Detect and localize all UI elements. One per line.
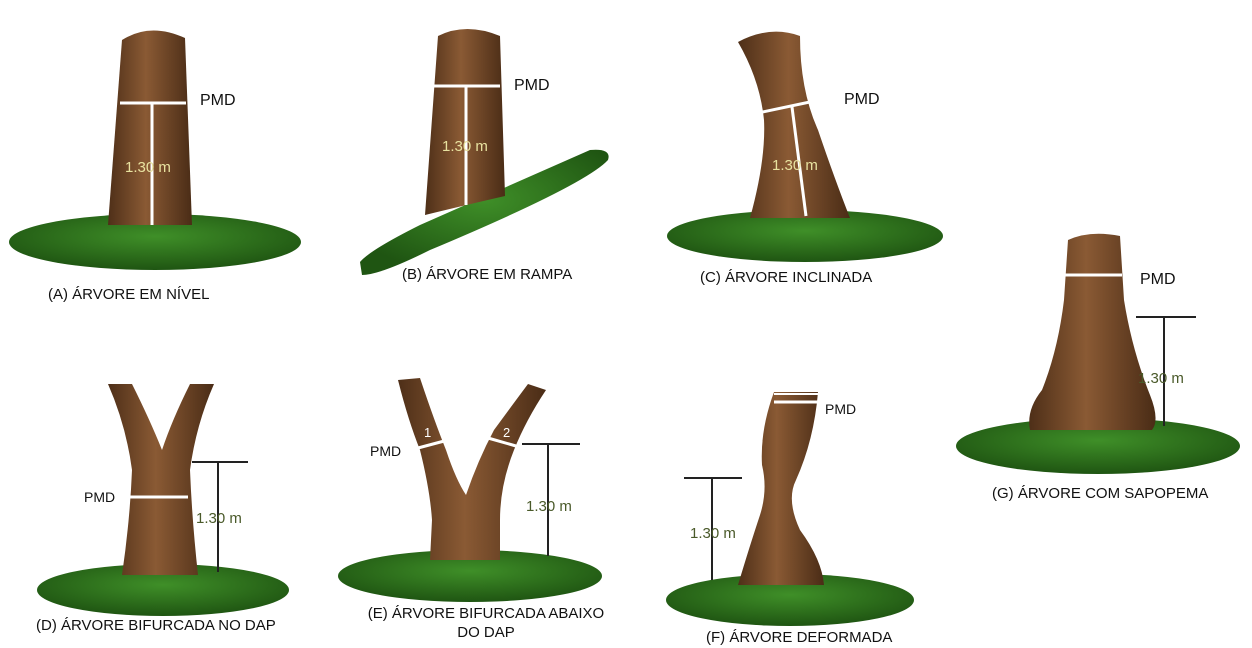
trunk-g xyxy=(1029,234,1155,430)
height-label-f: 1.30 m xyxy=(690,525,736,543)
caption-a: (A) ÁRVORE EM NÍVEL xyxy=(48,285,209,304)
pmd-label-g: PMD xyxy=(1140,271,1176,289)
caption-c: (C) ÁRVORE INCLINADA xyxy=(700,268,872,287)
height-label-g: 1.30 m xyxy=(1138,370,1184,388)
tree-f xyxy=(666,392,914,626)
tree-e xyxy=(338,378,602,602)
trunk-d xyxy=(108,384,214,575)
trunk-a xyxy=(108,30,192,225)
caption-e-line2: DO DAP xyxy=(457,624,515,641)
caption-b: (B) ÁRVORE EM RAMPA xyxy=(402,265,572,284)
caption-d: (D) ÁRVORE BIFURCADA NO DAP xyxy=(36,616,276,635)
pmd-label-e: PMD xyxy=(370,442,401,460)
pmd-label-b: PMD xyxy=(514,77,550,95)
stem-index-1: 1 xyxy=(424,424,431,442)
tree-a xyxy=(9,30,301,270)
trunk-f xyxy=(738,392,824,585)
height-label-b: 1.30 m xyxy=(442,138,488,156)
height-label-a: 1.30 m xyxy=(125,159,171,177)
height-label-e: 1.30 m xyxy=(526,498,572,516)
height-label-d: 1.30 m xyxy=(196,510,242,528)
tree-g xyxy=(956,234,1240,474)
height-label-c: 1.30 m xyxy=(772,157,818,175)
pmd-label-d: PMD xyxy=(84,488,115,506)
tree-c xyxy=(667,32,943,262)
caption-f: (F) ÁRVORE DEFORMADA xyxy=(706,628,892,647)
trunk-e xyxy=(398,378,546,560)
pmd-label-f: PMD xyxy=(825,400,856,418)
pmd-label-c: PMD xyxy=(844,91,880,109)
caption-g: (G) ÁRVORE COM SAPOPEMA xyxy=(992,484,1208,503)
caption-e: (E) ÁRVORE BIFURCADA ABAIXO DO DAP xyxy=(336,604,636,642)
stem-index-2: 2 xyxy=(503,424,510,442)
caption-e-line1: (E) ÁRVORE BIFURCADA ABAIXO xyxy=(368,605,604,622)
tree-d xyxy=(37,384,289,616)
pmd-label-a: PMD xyxy=(200,92,236,110)
